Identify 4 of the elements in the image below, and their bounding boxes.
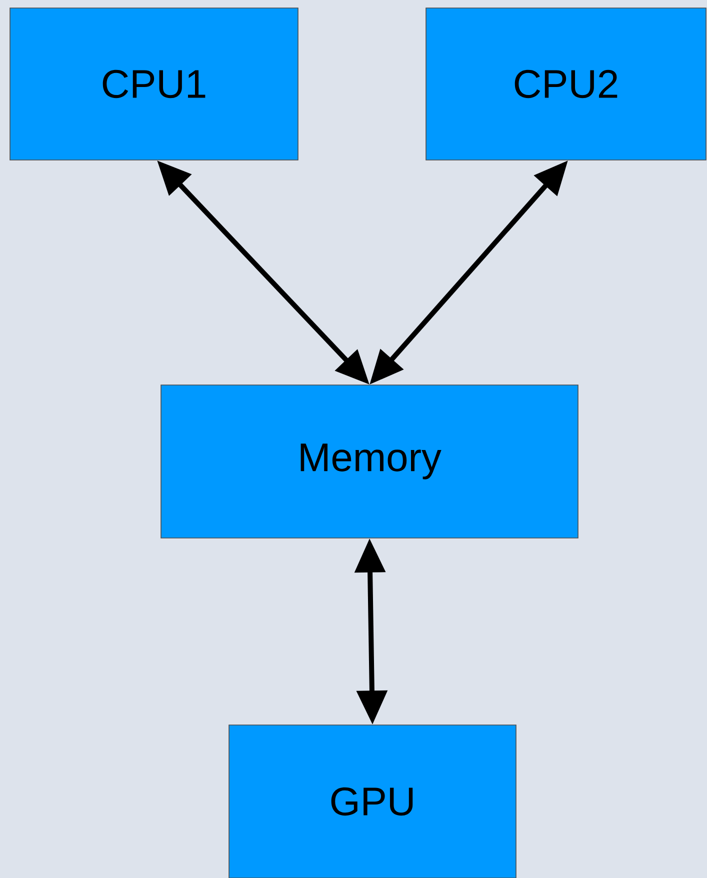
process-box: GPU [228, 724, 516, 878]
process-box: Memory [160, 384, 578, 538]
process-box: CPU1 [10, 8, 298, 160]
process-box: CPU2 [426, 8, 706, 160]
